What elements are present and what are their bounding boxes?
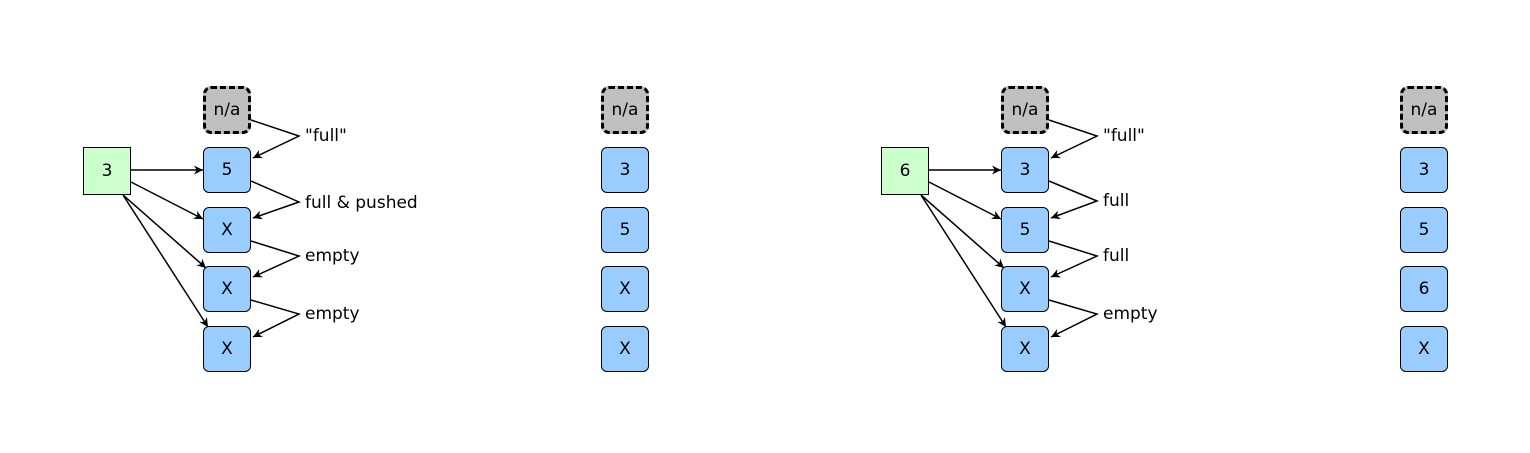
array-slot: 3 <box>1001 147 1049 193</box>
array-slot: X <box>203 207 251 253</box>
step-arrow <box>1048 180 1100 220</box>
key-arrow <box>920 194 1005 269</box>
array-slot: X <box>203 326 251 372</box>
step-arrow <box>1048 240 1100 278</box>
step-arrow <box>250 119 301 159</box>
array-slot: X <box>601 326 649 372</box>
slot-annotation: empty <box>1103 304 1158 324</box>
step-arrow <box>1048 119 1099 159</box>
array-slot: 3 <box>1400 147 1448 193</box>
step-arrow <box>250 240 302 278</box>
key-arrow <box>920 194 1007 328</box>
step-arrow <box>1048 299 1100 338</box>
slot-annotation: "full" <box>1103 126 1145 146</box>
array-slot: X <box>601 266 649 312</box>
placeholder-slot: n/a <box>601 86 649 134</box>
slot-annotation: full <box>1103 191 1130 211</box>
array-slot: 6 <box>1400 266 1448 312</box>
placeholder-slot: n/a <box>1001 86 1049 134</box>
slot-annotation: empty <box>305 246 360 266</box>
array-slot: 5 <box>1400 207 1448 253</box>
slot-annotation: empty <box>305 304 360 324</box>
array-slot: X <box>1400 326 1448 372</box>
key-arrow <box>928 181 1002 220</box>
array-slot: X <box>203 266 251 312</box>
array-slot: 3 <box>601 147 649 193</box>
placeholder-slot: n/a <box>1400 86 1448 134</box>
key-arrow <box>122 194 207 269</box>
array-slot: X <box>1001 266 1049 312</box>
array-slot: 5 <box>1001 207 1049 253</box>
key-arrow <box>122 194 209 328</box>
slot-annotation: "full" <box>305 126 347 146</box>
step-arrow <box>250 299 302 338</box>
key-box: 6 <box>881 147 929 195</box>
step-arrow <box>250 180 302 220</box>
array-slot: 5 <box>203 147 251 193</box>
key-arrow <box>130 181 204 220</box>
placeholder-slot: n/a <box>203 86 251 134</box>
slot-annotation: full & pushed <box>305 193 418 213</box>
key-box: 3 <box>83 147 131 195</box>
slot-annotation: full <box>1103 246 1130 266</box>
array-slot: X <box>1001 326 1049 372</box>
array-slot: 5 <box>601 207 649 253</box>
